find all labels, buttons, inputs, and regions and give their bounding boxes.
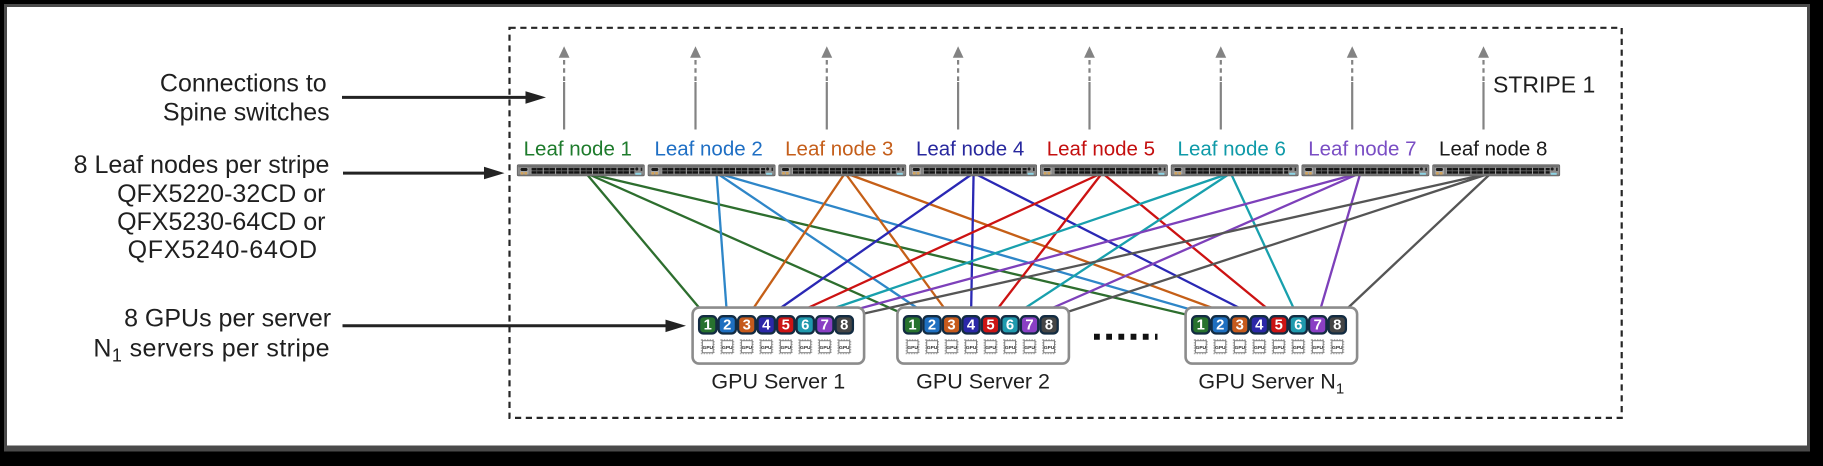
- svg-text:QFX5220-32CD or: QFX5220-32CD or: [117, 180, 325, 208]
- svg-text:8: 8: [840, 318, 848, 334]
- svg-text:QFX5230-64CD or: QFX5230-64CD or: [117, 208, 325, 236]
- svg-text:5: 5: [782, 318, 790, 334]
- svg-text:Leaf node 5: Leaf node 5: [1047, 138, 1155, 161]
- svg-text:4: 4: [1255, 318, 1264, 334]
- svg-text:6: 6: [1294, 318, 1302, 334]
- svg-text:Leaf node 8: Leaf node 8: [1439, 138, 1547, 161]
- svg-text:Leaf node 2: Leaf node 2: [654, 138, 762, 161]
- svg-text:8: 8: [1045, 318, 1053, 334]
- svg-text:6: 6: [801, 318, 809, 334]
- svg-text:3: 3: [743, 318, 751, 334]
- svg-text:7: 7: [1025, 318, 1033, 334]
- svg-text:4: 4: [762, 318, 771, 334]
- svg-text:1: 1: [908, 318, 916, 334]
- svg-text:1: 1: [1197, 318, 1205, 334]
- svg-text:GPU Server 1: GPU Server 1: [711, 370, 845, 394]
- svg-text:Leaf node 1: Leaf node 1: [524, 138, 632, 161]
- svg-text:2: 2: [723, 318, 731, 334]
- svg-text:GPU Server 2: GPU Server 2: [916, 370, 1050, 394]
- svg-text:3: 3: [1236, 318, 1244, 334]
- svg-text:Leaf node 4: Leaf node 4: [916, 138, 1024, 161]
- svg-text:Leaf node 6: Leaf node 6: [1178, 138, 1286, 161]
- svg-text:4: 4: [967, 318, 976, 334]
- svg-text:Connections to: Connections to: [160, 70, 327, 98]
- svg-text:Spine switches: Spine switches: [163, 99, 330, 127]
- svg-text:5: 5: [986, 318, 994, 334]
- svg-text:3: 3: [947, 318, 955, 334]
- svg-text:7: 7: [821, 318, 829, 334]
- svg-text:STRIPE 1: STRIPE 1: [1493, 72, 1595, 98]
- svg-text:7: 7: [1314, 318, 1322, 334]
- svg-text:2: 2: [1216, 318, 1224, 334]
- svg-text:QFX5240-64OD: QFX5240-64OD: [128, 236, 318, 264]
- svg-text:2: 2: [928, 318, 936, 334]
- svg-text:5: 5: [1275, 318, 1283, 334]
- svg-text:6: 6: [1006, 318, 1014, 334]
- svg-text:1: 1: [704, 318, 712, 334]
- svg-text:GPU Server N1: GPU Server N1: [1198, 370, 1344, 398]
- svg-text:8 Leaf nodes per stripe: 8 Leaf nodes per stripe: [74, 151, 330, 179]
- svg-text:N1 servers per stripe: N1 servers per stripe: [93, 334, 330, 365]
- svg-text:8 GPUs per server: 8 GPUs per server: [124, 305, 331, 333]
- svg-text:Leaf node 3: Leaf node 3: [785, 138, 893, 161]
- svg-text:Leaf node 7: Leaf node 7: [1308, 138, 1416, 161]
- svg-text:8: 8: [1333, 318, 1341, 334]
